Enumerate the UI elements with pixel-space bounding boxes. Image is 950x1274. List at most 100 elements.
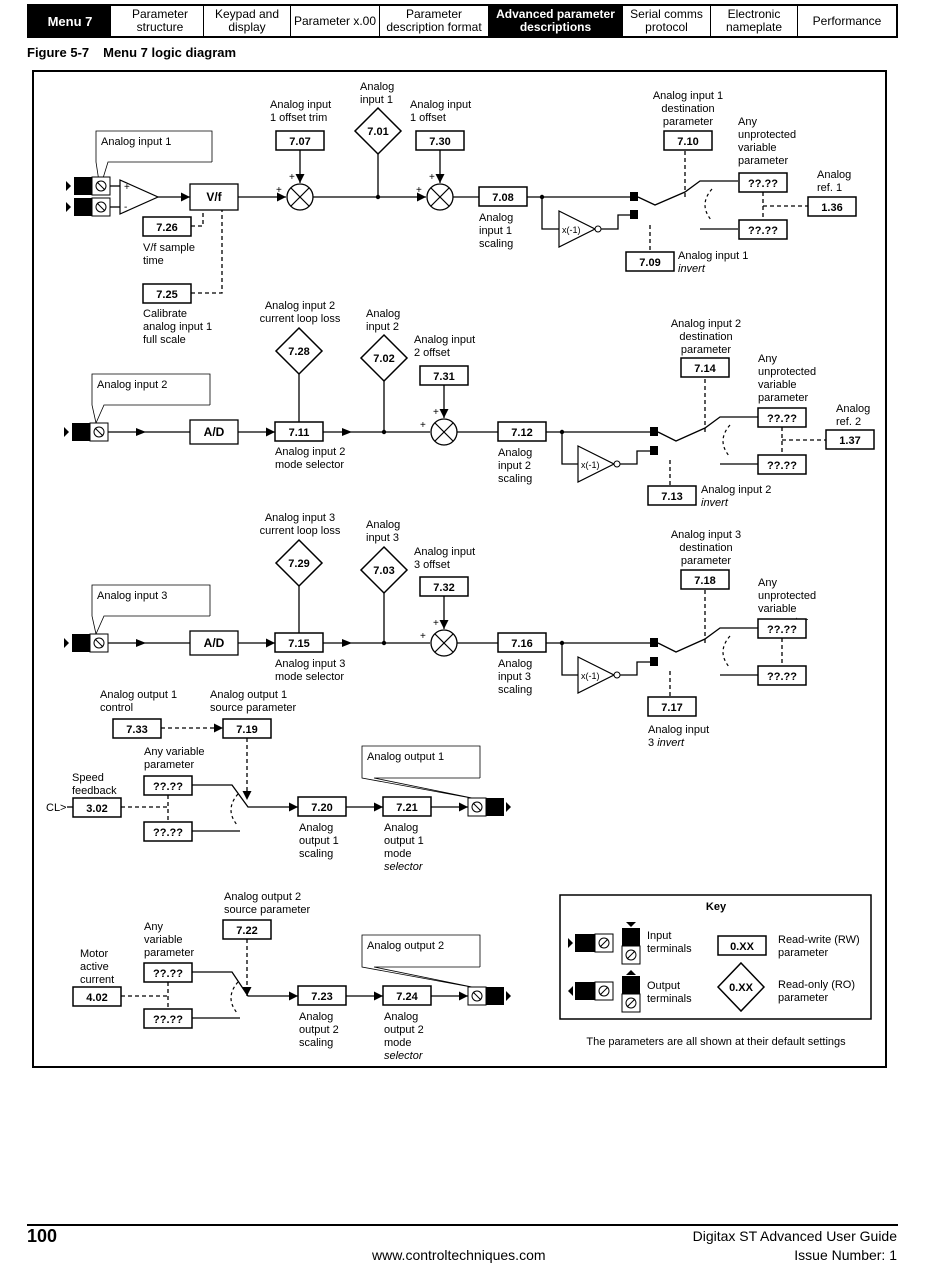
ao1-source-param-a: ??.??: [153, 781, 183, 793]
arrowhead: [136, 639, 146, 647]
ao1-mode-label-line: mode: [384, 848, 412, 860]
wire: [191, 210, 204, 227]
ai2-offset-label-line: Analog input: [414, 334, 475, 346]
ai1-offset-trim-label-line: 1 offset trim: [270, 112, 327, 124]
ai1-selector-switch: [637, 180, 738, 206]
terminal-8-screw-icon: [93, 637, 105, 649]
terminal-5-number-box: [74, 177, 92, 195]
ai3-mode-label-line: Analog input 3: [275, 658, 345, 670]
plus-sign: +: [429, 172, 435, 183]
ai1-dest-param-a: ??.??: [748, 178, 778, 190]
ao2-any-variable-label-line: Any: [144, 921, 163, 933]
tab-parameter-description-format[interactable]: Parameter description format: [380, 6, 489, 36]
param-7-10-box: [663, 130, 713, 151]
ai1-ro-label-line: Analog: [360, 81, 394, 93]
tab-performance[interactable]: Performance: [812, 13, 882, 28]
key-output-screw-icon: [598, 985, 610, 997]
terminal-9-screw-icon: [471, 801, 483, 813]
tab-serial-comms-protocol[interactable]: Serial comms protocol: [623, 6, 711, 36]
key-output-terminals-label-line: terminals: [647, 993, 692, 1005]
menu-label: Menu 7: [29, 6, 117, 36]
ai3-any-unprotected-label-line: variable: [758, 603, 797, 615]
ai3-dest-label-line: parameter: [681, 555, 731, 567]
ai1-dest-label-line: Analog input 1: [653, 90, 723, 102]
param-7-19: 7.19: [236, 724, 257, 736]
junction-dot: [381, 429, 387, 435]
plus-sign: +: [276, 185, 282, 196]
param-7-08-box: [478, 186, 528, 207]
terminal-9-number-box: [486, 798, 504, 816]
tab-parameter-x00[interactable]: Parameter x.00: [291, 6, 380, 36]
param-7-23-box: [297, 985, 347, 1006]
param-7-13: 7.13: [661, 491, 682, 503]
key-input-x-box: [575, 934, 595, 952]
ai3-inverter: [577, 656, 616, 694]
tab-keypad-and-display[interactable]: Keypad and display: [204, 6, 291, 36]
terminal-10-screw-slot: [472, 991, 482, 1001]
tab-electronic-nameplate[interactable]: Electronic nameplate: [711, 6, 798, 36]
terminal-6-number: 6: [80, 201, 87, 215]
ai1-amplifier: [119, 179, 160, 215]
key-output-vx-box: [622, 976, 640, 994]
ai2-switch-1-label: 1: [652, 447, 657, 456]
wire: [561, 432, 578, 465]
ai1-callout: Analog input 1: [101, 136, 171, 148]
terminal-7-screw-slot: [94, 427, 104, 437]
wire: [620, 661, 650, 676]
analog-ref-1-label-line: Analog: [817, 169, 851, 181]
ai3-offset-label-line: 3 offset: [414, 559, 450, 571]
key-output-arrow: [568, 986, 573, 996]
param-1-37-box: [825, 429, 875, 450]
ai3-dest-param-b-box: [757, 665, 807, 686]
ao1-source-param-a-box: [143, 775, 193, 796]
ao1-callout-callout: [361, 745, 483, 801]
terminal-5-number: 5: [80, 180, 87, 194]
param-7-26-box: [142, 216, 192, 237]
motor-active-current-label-line: current: [80, 974, 114, 986]
ai1-any-unprotected-label-line: variable: [738, 142, 777, 154]
ai3-ro-label-line: input 3: [366, 532, 399, 544]
ai3-invert-label: Analog input: [648, 724, 709, 736]
ao1-control-label-line: control: [100, 702, 133, 714]
ai2-dest-label-line: parameter: [681, 344, 731, 356]
ai3-switch-1-label: 1: [652, 658, 657, 667]
tab-advanced-parameter-descriptions[interactable]: Advanced parameter descriptions: [489, 6, 623, 36]
param-7-12: 7.12: [511, 427, 532, 439]
amp-plus: +: [124, 182, 130, 193]
terminal-7-number: 7: [78, 426, 85, 440]
ai3-current-loop-loss-label-line: current loop loss: [260, 525, 341, 537]
key-output-screw-slot: [599, 986, 609, 996]
ai2-scaling-label-line: Analog: [498, 447, 532, 459]
wire: [601, 214, 630, 230]
ai2-any-unprotected-label-line: parameter: [758, 392, 808, 404]
current-loop-marker: CL>: [46, 802, 67, 814]
plus-sign: +: [433, 618, 439, 629]
ai1-callout-callout: [95, 130, 213, 189]
ao1-scaling-label-line: scaling: [299, 848, 333, 860]
tab-parameter-structure[interactable]: Parameter structure: [117, 6, 204, 36]
ai1-any-unprotected-label-line: Any: [738, 116, 757, 128]
ai2-switch-1: [650, 446, 658, 455]
key-input-vx: X: [627, 931, 635, 945]
junction-dot: [375, 194, 381, 200]
website-url[interactable]: www.controltechniques.com: [372, 1247, 546, 1263]
ai1-switch-1-label: 1: [632, 211, 637, 220]
terminal-5-screw-slot: [96, 181, 106, 191]
param-7-10: 7.10: [677, 136, 698, 148]
ai1-dest-param-b-box: [738, 219, 788, 240]
param-1-37: 1.37: [839, 435, 860, 447]
ai1-dest-param-a-box: [738, 172, 788, 193]
terminal-6-arrow: [66, 202, 71, 212]
ai3-scaling-label-line: Analog: [498, 658, 532, 670]
issue-number: Issue Number: 1: [794, 1247, 897, 1263]
ao2-mode-label-line: output 2: [384, 1024, 424, 1036]
ai3-dest-param-b: ??.??: [767, 671, 797, 683]
key-output-terminals-label-line: Output: [647, 980, 680, 992]
